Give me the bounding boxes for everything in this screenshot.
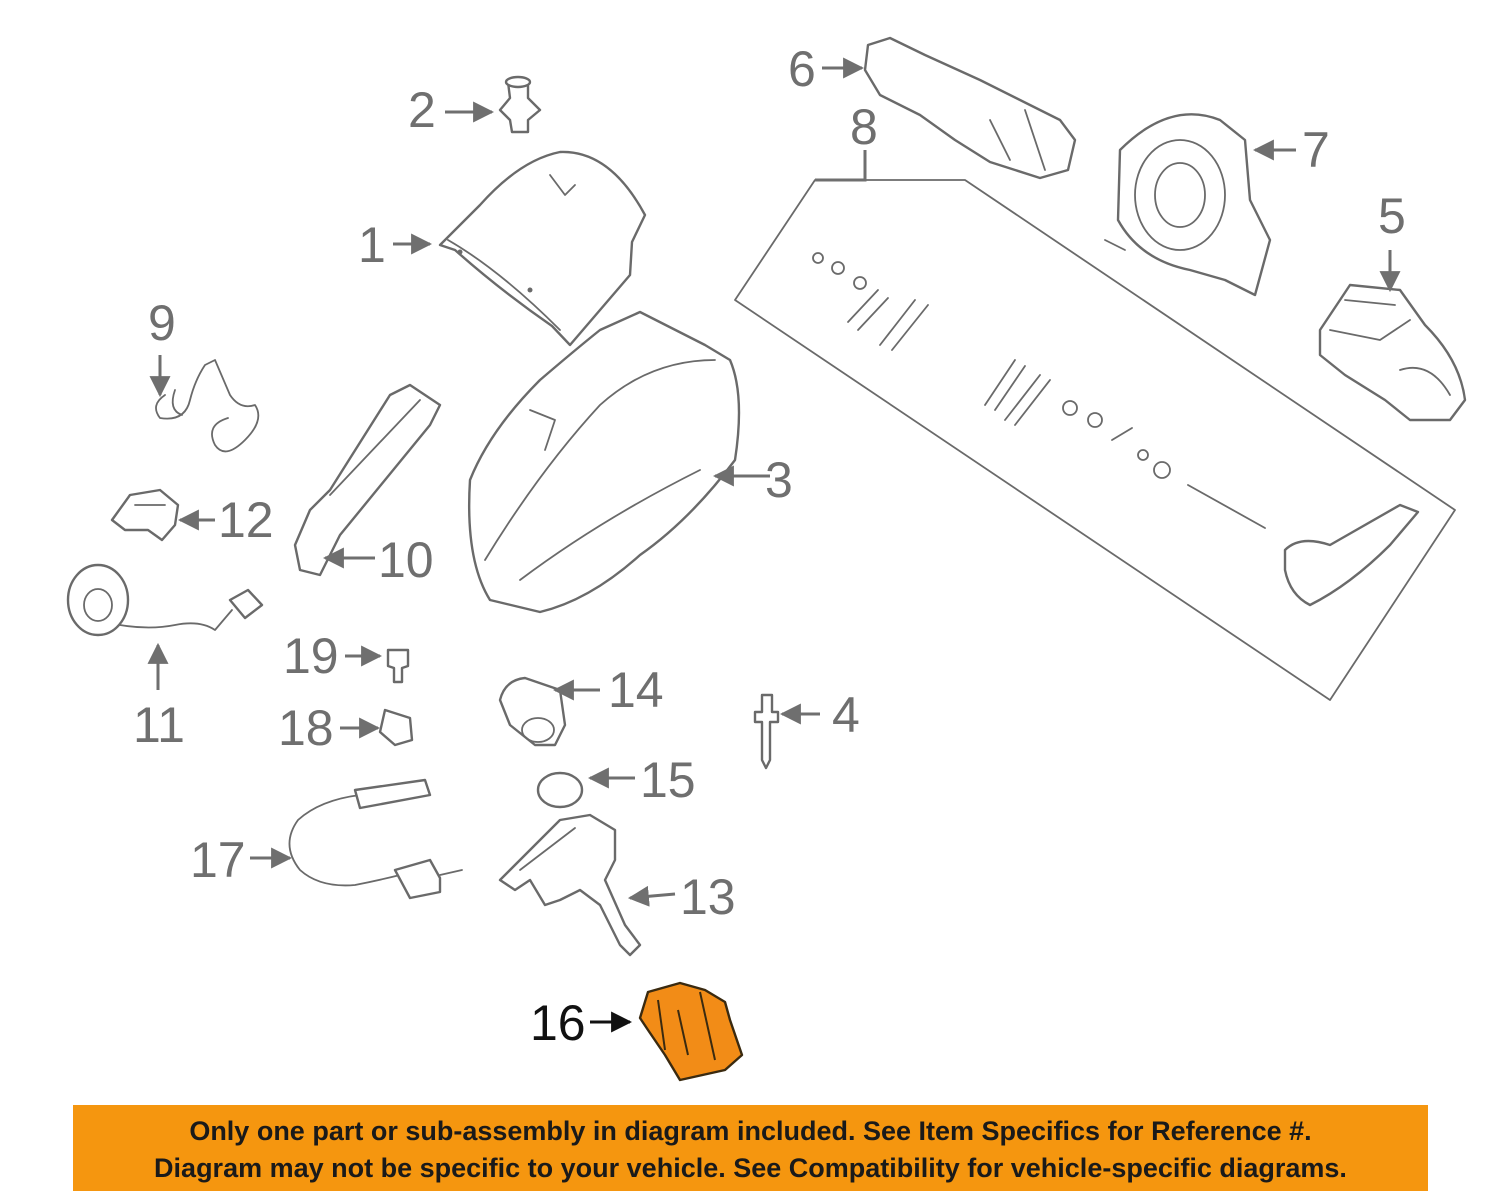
callout-labels: 1 2 3 4 5 6 7 8 9 10 11 12 13 14 15 16 1… xyxy=(133,41,1406,1051)
part-1-upper-shroud xyxy=(438,150,647,347)
part-12-bracket xyxy=(110,488,180,542)
part-5-switch xyxy=(1318,283,1467,422)
part-6-stalk xyxy=(863,36,1077,180)
callout-8: 8 xyxy=(850,99,878,155)
callout-2: 2 xyxy=(408,82,436,138)
callout-5: 5 xyxy=(1378,188,1406,244)
part-3-lower-shroud xyxy=(467,310,741,614)
part-10-bracket xyxy=(293,383,442,577)
callout-11: 11 xyxy=(133,697,185,753)
part-16-module-highlighted xyxy=(638,981,744,1082)
callout-18: 18 xyxy=(278,700,334,756)
part-2-clip xyxy=(498,75,542,134)
disclaimer-banner: Only one part or sub-assembly in diagram… xyxy=(73,1105,1428,1191)
disclaimer-line-1: Only one part or sub-assembly in diagram… xyxy=(189,1116,1312,1146)
parts-diagram: 1 2 3 4 5 6 7 8 9 10 11 12 13 14 15 16 1… xyxy=(66,36,1467,1082)
callout-1: 1 xyxy=(358,217,386,273)
part-4-pin xyxy=(753,693,780,770)
part-13-lock-housing xyxy=(498,813,642,957)
disclaimer-line-2: Diagram may not be specific to your vehi… xyxy=(154,1153,1347,1183)
callout-3: 3 xyxy=(765,452,793,508)
part-19-bolt xyxy=(386,648,410,684)
part-11-coil xyxy=(66,563,264,637)
callout-7: 7 xyxy=(1302,122,1330,178)
callout-12: 12 xyxy=(218,492,274,548)
part-7-clock-spring xyxy=(1104,113,1272,297)
callout-17: 17 xyxy=(190,832,246,888)
callout-10: 10 xyxy=(378,532,434,588)
callout-9: 9 xyxy=(148,295,176,351)
callout-19: 19 xyxy=(283,628,339,684)
callout-13: 13 xyxy=(680,869,736,925)
part-15-o-ring xyxy=(536,771,584,809)
part-9-spring xyxy=(155,359,260,453)
part-14-lock-cylinder xyxy=(498,676,567,747)
part-8-kit-outline xyxy=(734,179,1456,701)
part-18-clip xyxy=(378,708,414,747)
leader-arrows xyxy=(147,57,1401,1033)
callout-16: 16 xyxy=(530,995,586,1051)
part-17-sensor-cable xyxy=(288,778,463,900)
callout-4: 4 xyxy=(832,687,860,743)
callout-6: 6 xyxy=(788,41,816,97)
callout-14: 14 xyxy=(608,662,664,718)
callout-15: 15 xyxy=(640,752,696,808)
